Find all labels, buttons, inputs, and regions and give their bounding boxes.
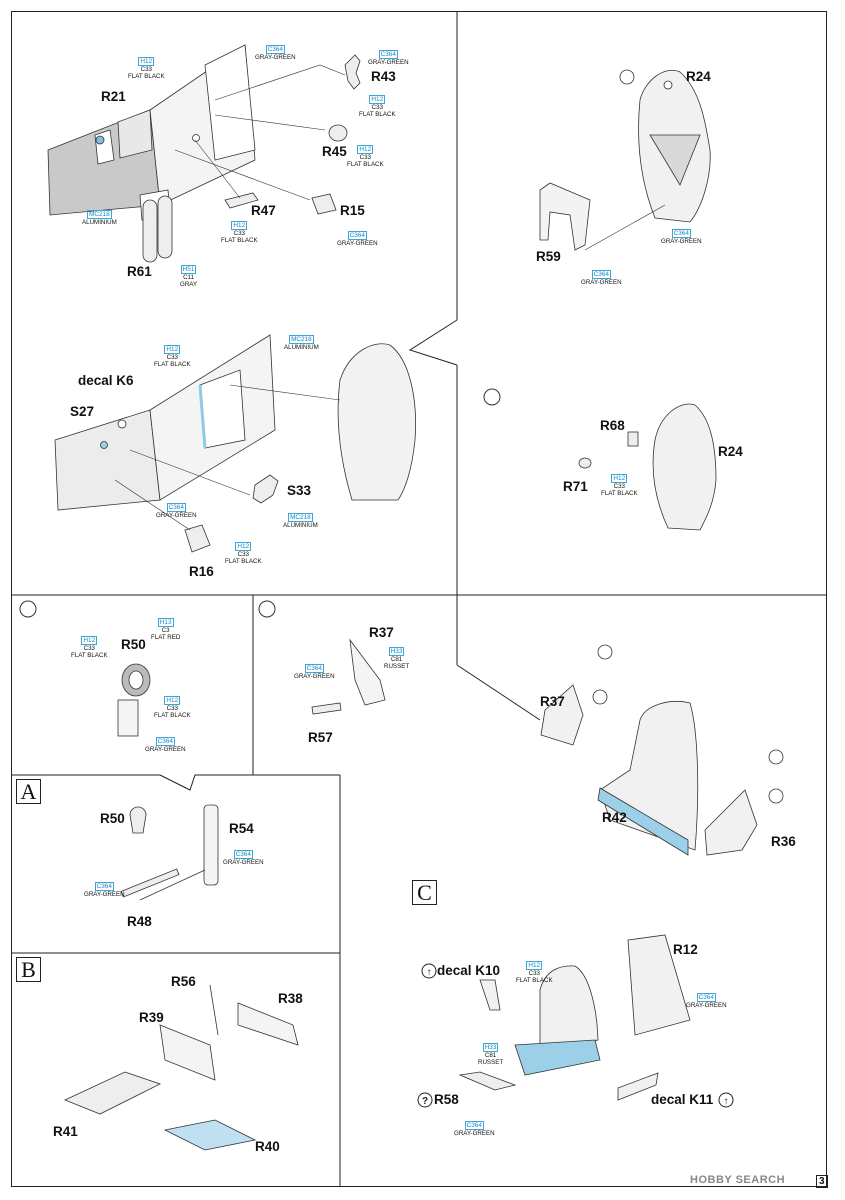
part-label-r24-top: R24: [686, 69, 711, 84]
decal-label-k6: decal K6: [78, 373, 134, 388]
part-label-s33: S33: [287, 483, 312, 498]
decal-label-k11: decal K11: [651, 1092, 714, 1107]
part-label-r50: R50: [100, 811, 125, 826]
rotate-symbol: [19, 600, 37, 618]
watermark: HOBBY SEARCH: [690, 1174, 786, 1186]
seat-r42-drawing: [540, 644, 784, 856]
part-label-r54: R54: [229, 821, 254, 836]
part-label-r57: R57: [308, 730, 333, 745]
part-label-r38: R38: [278, 991, 303, 1006]
part-label-r68: R68: [600, 418, 625, 433]
svg-text:↑: ↑: [427, 967, 432, 978]
section-a-drawing: [120, 804, 219, 901]
panel-borders: [11, 11, 827, 1187]
part-label-s27: S27: [70, 404, 95, 419]
r37-small-drawing: [311, 638, 386, 715]
r50-harness-drawing: [117, 663, 151, 737]
assembly-lines-2: [114, 384, 341, 531]
r61-bottles-drawing: [142, 195, 173, 263]
section-marker-b: B: [16, 957, 41, 982]
r24-mid-drawing: [652, 403, 717, 531]
part-label-r15: R15: [340, 203, 365, 218]
rotate-symbol: [258, 600, 276, 618]
question-icon: [417, 1092, 433, 1108]
rotate-symbol: [483, 388, 501, 406]
arrow-up-icon: [718, 1092, 734, 1108]
part-label-r43: R43: [371, 69, 396, 84]
svg-text:↑: ↑: [724, 1096, 729, 1107]
section-marker-a: A: [16, 779, 41, 804]
part-label-r12: R12: [673, 942, 698, 957]
part-label-r16: R16: [189, 564, 214, 579]
part-label-r47: R47: [251, 203, 276, 218]
part-label-r61: R61: [127, 264, 152, 279]
part-label-r24-mid: R24: [718, 444, 743, 459]
part-label-r21: R21: [101, 89, 126, 104]
part-label-r56: R56: [171, 974, 196, 989]
part-label-r71: R71: [563, 479, 588, 494]
s33-r16-drawing: [184, 474, 279, 553]
page-number: 3: [816, 1175, 828, 1188]
arrow-up-icon: [421, 963, 437, 979]
r21-bulkhead-drawing: [47, 44, 256, 221]
part-label-r45: R45: [322, 144, 347, 159]
r43-r45-r47-r15-drawing: [224, 54, 361, 215]
part-label-r59: R59: [536, 249, 561, 264]
decal-label-k10: decal K10: [437, 963, 501, 978]
part-label-r37-small: R37: [369, 625, 394, 640]
r59-drawing: [539, 182, 591, 251]
assembly-line-r59: [584, 204, 666, 251]
section-marker-c: C: [412, 880, 437, 905]
part-label-r48: R48: [127, 914, 152, 929]
part-label-r40: R40: [255, 1139, 280, 1154]
part-label-r42: R42: [602, 810, 627, 825]
s27-bulkhead-drawing: [54, 334, 276, 511]
r24-top-drawing: [619, 69, 711, 223]
part-label-r39: R39: [139, 1010, 164, 1025]
section-c-drawing: [458, 934, 691, 1101]
section-b-drawing: [63, 984, 299, 1151]
part-label-r41: R41: [53, 1124, 78, 1139]
r68-r71-drawing: [578, 431, 639, 469]
seat-back-mid-drawing: [337, 343, 416, 501]
part-label-r36: R36: [771, 834, 796, 849]
assembly-lines-1: [174, 64, 346, 201]
svg-text:?: ?: [422, 1096, 428, 1107]
part-label-r58: R58: [434, 1092, 459, 1107]
part-label-r50-harness: R50: [121, 637, 146, 652]
part-label-r37: R37: [540, 694, 565, 709]
